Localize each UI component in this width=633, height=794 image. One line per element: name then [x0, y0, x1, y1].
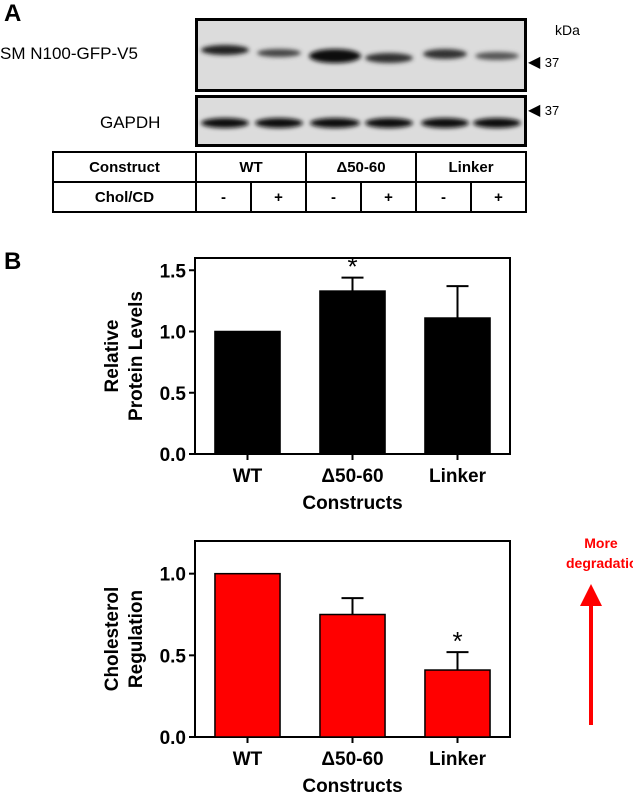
y-tick-label: 1.0	[160, 323, 186, 344]
y-axis-label: Cholesterol	[102, 587, 123, 692]
x-tick-label: Δ50-60	[321, 466, 383, 487]
treatment-cell: +	[249, 181, 308, 213]
treatment-cell: -	[195, 181, 252, 213]
significance-marker: *	[452, 626, 462, 656]
treatment-cell: -	[415, 181, 473, 213]
gapdh-label: GAPDH	[100, 113, 161, 132]
western-blot-gapdh	[195, 95, 527, 147]
x-axis-label: Constructs	[302, 493, 402, 514]
x-tick-label: Δ50-60	[321, 749, 383, 770]
arrow-text-line: More	[584, 535, 618, 551]
marker-arrow-icon: ◀	[528, 54, 541, 71]
treatment-header: Chol/CD	[52, 181, 197, 213]
panel-b-letter: B	[4, 248, 22, 275]
x-tick-label: Linker	[429, 466, 487, 487]
construct-row: Construct WT Δ50-60 Linker	[52, 151, 528, 183]
y-tick-label: 1.5	[160, 261, 187, 282]
kda-label: kDa	[555, 22, 580, 38]
treatment-cell: -	[305, 181, 363, 213]
x-tick-label: WT	[233, 749, 263, 770]
y-axis-label: Protein Levels	[126, 291, 147, 421]
y-tick-label: 0.0	[160, 445, 186, 466]
up-arrow-icon	[580, 584, 602, 725]
blot-target-label: SM N100-GFP-V5	[0, 44, 138, 63]
bar	[214, 572, 281, 738]
arrow-annotation: More degradation	[566, 533, 633, 573]
y-axis-label: Relative	[102, 320, 123, 393]
y-tick-label: 0.5	[160, 646, 187, 667]
x-axis-label: Constructs	[302, 776, 402, 794]
marker-bottom-value: 37	[544, 103, 560, 118]
bar	[214, 330, 281, 455]
significance-marker: *	[347, 252, 357, 282]
bar	[319, 290, 386, 455]
group-linker: Linker	[415, 151, 528, 183]
marker-top: ◀ 37	[528, 52, 559, 72]
marker-bottom: ◀ 37	[528, 100, 559, 120]
y-tick-label: 0.5	[160, 384, 187, 405]
construct-header: Construct	[52, 151, 197, 183]
y-tick-label: 0.0	[160, 728, 186, 749]
treatment-cell: +	[360, 181, 418, 213]
marker-arrow-icon: ◀	[528, 102, 541, 119]
bar	[424, 669, 491, 738]
marker-top-value: 37	[544, 55, 560, 70]
treatment-cell: +	[470, 181, 528, 213]
panel-a-letter: A	[4, 0, 22, 27]
group-delta: Δ50-60	[305, 151, 418, 183]
y-tick-label: 1.0	[160, 565, 186, 586]
x-tick-label: WT	[233, 466, 263, 487]
y-axis-label: Regulation	[126, 590, 147, 688]
arrow-text-line: degradation	[566, 555, 633, 571]
x-tick-label: Linker	[429, 749, 487, 770]
group-wt: WT	[194, 151, 308, 183]
bar	[319, 613, 386, 738]
treatment-row: Chol/CD - + - + - +	[52, 181, 528, 213]
western-blot-target	[195, 18, 527, 92]
construct-table: Construct WT Δ50-60 Linker Chol/CD - + -…	[52, 151, 528, 213]
